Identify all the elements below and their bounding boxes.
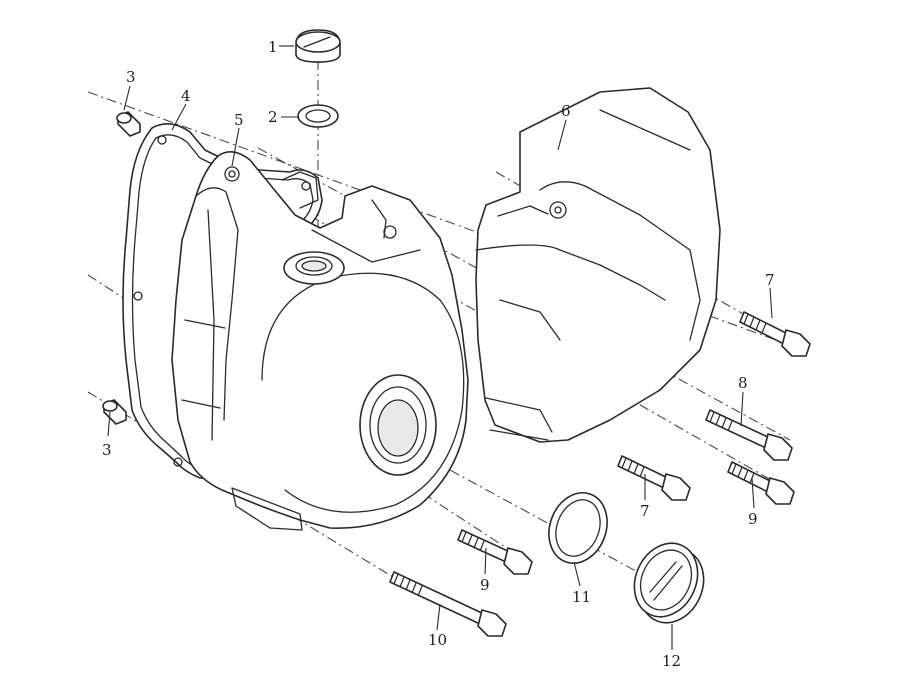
bolt-7-upper <box>739 311 811 357</box>
callout-1: 1 <box>268 38 278 56</box>
callout-5: 5 <box>234 111 244 129</box>
callout-6: 6 <box>561 102 571 120</box>
callout-9-right: 9 <box>748 510 758 528</box>
large-plug-cap <box>633 542 705 624</box>
bolt-9-right <box>727 461 795 505</box>
callout-4: 4 <box>181 87 191 105</box>
callout-7-lower: 7 <box>640 502 650 520</box>
callout-3-upper: 3 <box>126 68 136 86</box>
crankcase-cover <box>171 151 469 531</box>
bolt-9-center <box>457 529 533 575</box>
outer-cover <box>475 87 721 443</box>
bolt-8 <box>705 409 793 461</box>
dowel-pin-upper <box>116 111 141 137</box>
o-ring-small <box>297 104 339 128</box>
bolt-10 <box>389 571 507 637</box>
callout-12: 12 <box>662 652 681 670</box>
leader-lines <box>107 45 773 650</box>
callout-2: 2 <box>268 108 278 126</box>
callout-11: 11 <box>572 588 591 606</box>
callout-7-upper: 7 <box>765 271 775 289</box>
callout-labels: 1 2 3 3 4 5 6 7 7 8 9 9 10 11 12 <box>102 38 775 670</box>
dowel-pin-lower <box>102 399 127 425</box>
callout-10: 10 <box>428 631 447 649</box>
callout-3-lower: 3 <box>102 441 112 459</box>
callout-8: 8 <box>738 374 748 392</box>
callout-9-center: 9 <box>480 576 490 594</box>
plug-cap <box>295 29 341 63</box>
bolt-7-lower <box>617 455 691 501</box>
o-ring-large <box>548 492 608 564</box>
